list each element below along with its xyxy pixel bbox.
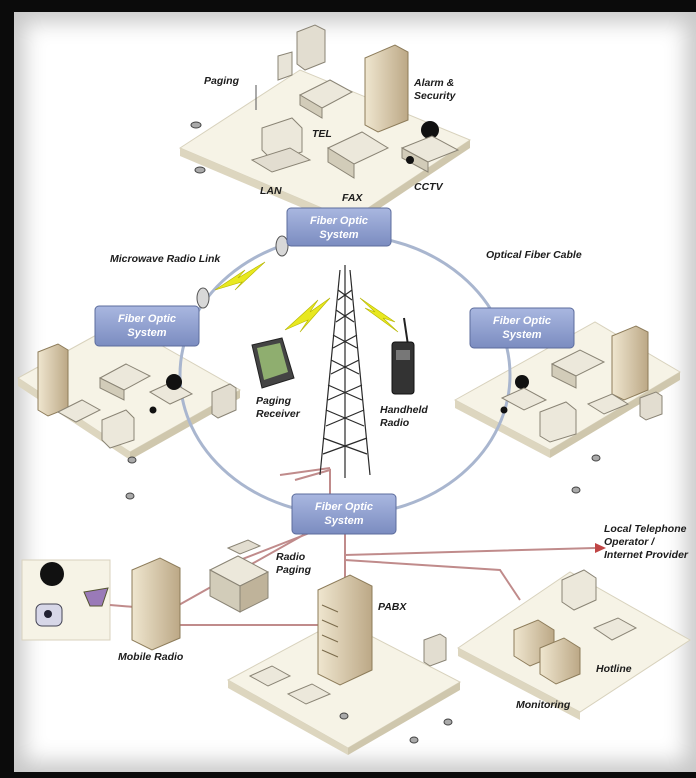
handheld-radio-icon <box>391 317 415 395</box>
label-microwave-radio-link: Microwave Radio Link <box>110 253 221 265</box>
label-tel: TEL <box>312 128 332 140</box>
mobile-radio-cabinet <box>131 557 181 651</box>
fos-line-1: Fiber Optic <box>310 215 368 227</box>
fiber-optic-system-bottom: Fiber Optic System <box>291 493 397 535</box>
fos-line-1: Fiber Optic <box>315 501 373 513</box>
label-pabx: PABX <box>378 601 407 613</box>
right-equipment <box>500 325 663 494</box>
fiber-optic-system-top: Fiber Optic System <box>286 207 392 247</box>
fiber-optic-system-right: Fiber Optic System <box>469 307 575 349</box>
radio-tower <box>319 265 371 478</box>
label-mobile-radio: Mobile Radio <box>118 651 184 663</box>
platform-bottom <box>226 619 462 755</box>
label-local-operator-3: Internet Provider <box>604 549 689 561</box>
label-optical-fiber-cable: Optical Fiber Cable <box>486 249 582 261</box>
left-equipment <box>37 343 237 500</box>
label-monitoring: Monitoring <box>516 699 571 711</box>
bottom-right-equipment <box>513 569 638 685</box>
label-paging: Paging <box>204 75 240 87</box>
label-local-operator-1: Local Telephone <box>604 523 687 535</box>
label-alarm-security-1: Alarm & <box>413 77 454 89</box>
platform-bottom-right <box>457 571 691 720</box>
label-local-operator-2: Operator / <box>604 536 655 548</box>
fos-line-2: System <box>502 329 541 341</box>
label-alarm-security-2: Security <box>414 90 457 102</box>
fos-line-2: System <box>324 515 363 527</box>
label-cctv: CCTV <box>414 181 444 193</box>
label-handheld-radio-1: Handheld <box>380 404 428 416</box>
label-radio-paging-2: Paging <box>276 564 312 576</box>
label-lan: LAN <box>260 185 282 197</box>
mobile-radio-user <box>35 562 109 627</box>
bottom-equipment <box>248 633 453 744</box>
label-radio-paging-1: Radio <box>276 551 306 563</box>
arrow-local-operator <box>595 543 606 553</box>
paging-receiver-icon <box>251 337 295 389</box>
fos-line-1: Fiber Optic <box>493 315 551 327</box>
label-handheld-radio-2: Radio <box>380 417 410 429</box>
fos-line-1: Fiber Optic <box>118 313 176 325</box>
radio-paging-unit <box>208 539 270 613</box>
label-fax: FAX <box>342 192 363 204</box>
pabx-cabinet <box>317 574 373 686</box>
fos-line-2: System <box>127 327 166 339</box>
fiber-optic-system-left: Fiber Optic System <box>94 305 200 347</box>
microwave-dish-icon <box>196 235 289 309</box>
top-equipment <box>190 24 460 179</box>
lightning-icon <box>214 261 399 333</box>
label-hotline: Hotline <box>596 663 632 675</box>
label-paging-receiver-1: Paging <box>256 395 292 407</box>
fos-line-2: System <box>319 229 358 241</box>
label-paging-receiver-2: Receiver <box>256 408 301 420</box>
